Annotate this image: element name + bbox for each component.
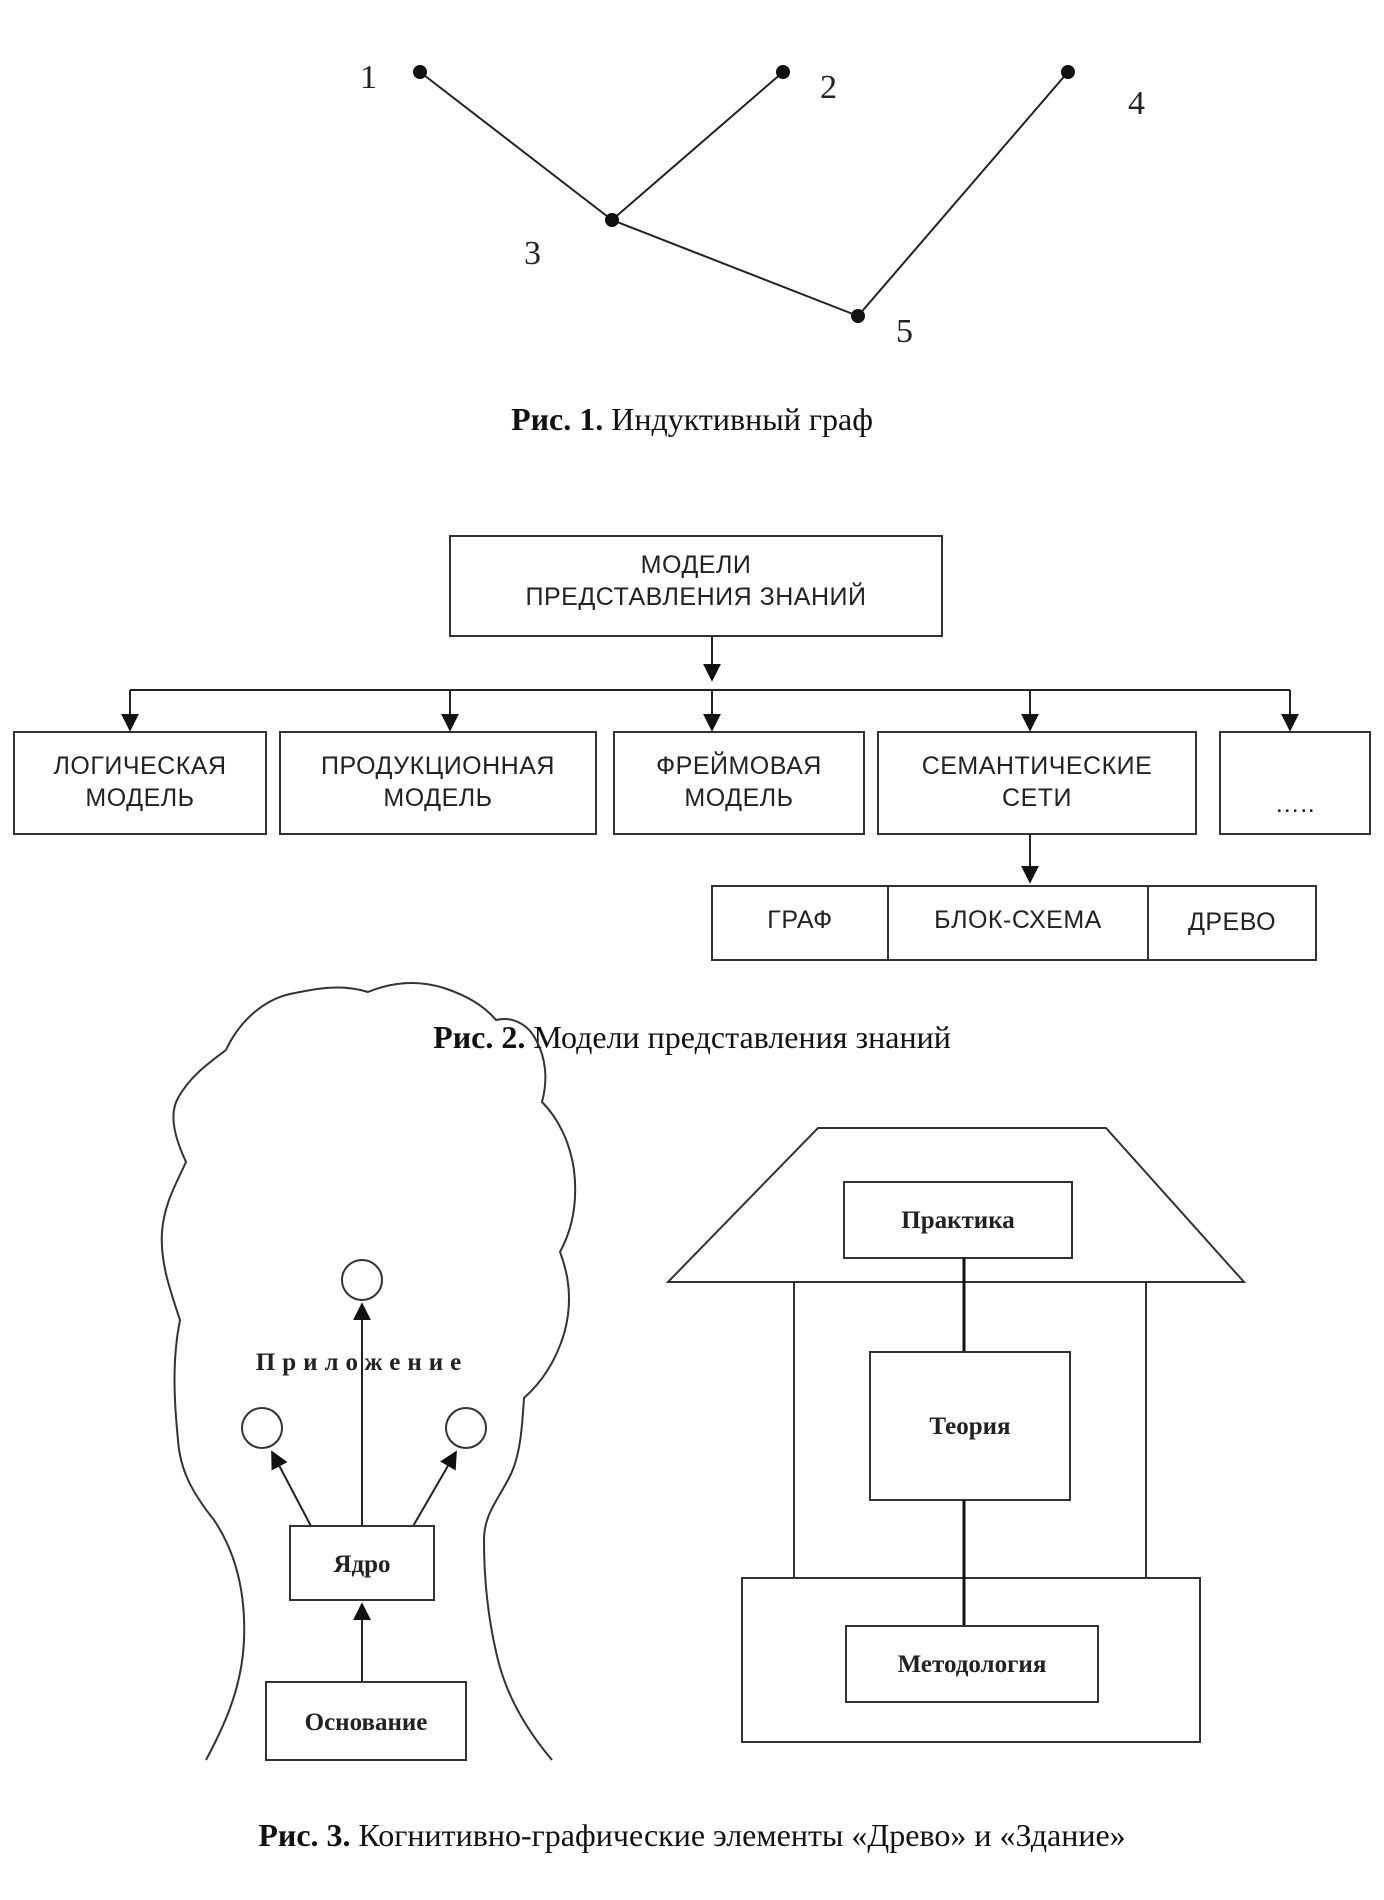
tree-right-node (445, 1407, 487, 1449)
fig3-building: Практика Теория Методология (665, 1127, 1247, 1743)
tree-outline (160, 982, 577, 1761)
box-frame-line1: ФРЕЙМОВАЯ (656, 750, 822, 780)
node-1-label: 1 (360, 59, 377, 96)
box-production-line2: МОДЕЛЬ (383, 784, 492, 812)
fig2-diagram: МОДЕЛИ ПРЕДСТАВЛЕНИЯ ЗНАНИЙ ЛОГИЧЕСКАЯ М… (13, 535, 1371, 961)
root-line1: МОДЕЛИ (641, 551, 752, 579)
subitems-strip (711, 885, 1317, 961)
tree-base-label: Основание (305, 1709, 428, 1736)
fig1-graph: 1 2 3 4 5 (360, 59, 1145, 350)
node-5-label: 5 (896, 313, 913, 350)
tree-left-node (241, 1407, 283, 1449)
box-semantic-line1: СЕМАНТИЧЕСКИЕ (922, 752, 1153, 780)
tree-core-label: Ядро (333, 1551, 390, 1578)
subitem-tree: ДРЕВО (1188, 908, 1276, 936)
edge-3-5 (611, 219, 859, 317)
box-other-line2: ….. (1275, 790, 1315, 818)
subitem-graph: ГРАФ (767, 906, 832, 934)
foundation-box-label: Методология (898, 1651, 1047, 1678)
fig1-caption: Рис. 1. Индуктивный граф (511, 401, 873, 437)
node-2-label: 2 (820, 69, 837, 106)
root-box (449, 535, 943, 637)
edge-1-3 (419, 71, 613, 221)
fig3-caption: Рис. 3. Когнитивно-графические элементы … (258, 1817, 1125, 1853)
node-2 (776, 65, 790, 79)
foundation-box (845, 1625, 1099, 1703)
tree-core-box (289, 1525, 435, 1601)
box-production-line1: ПРОДУКЦИОННАЯ (321, 752, 555, 780)
node-4 (1061, 65, 1075, 79)
node-3-label: 3 (524, 235, 541, 272)
roof-box-label: Практика (901, 1207, 1015, 1234)
subitem-flowchart: БЛОК-СХЕМА (934, 906, 1102, 934)
box-logical-line2: МОДЕЛЬ (85, 784, 194, 812)
box-production (279, 731, 597, 835)
fig3-tree: Приложение Ядро Основание (160, 982, 577, 1761)
box-frame-line2: МОДЕЛЬ (684, 784, 793, 812)
box-logical-line1: ЛОГИЧЕСКАЯ (53, 752, 226, 780)
tree-arrow-right (411, 1450, 457, 1529)
box-other (1219, 731, 1371, 835)
tree-top-node (341, 1259, 383, 1301)
box-logical (13, 731, 267, 835)
node-3 (605, 213, 619, 227)
middle-box (869, 1351, 1071, 1501)
fig2-caption: Рис. 2. Модели представления знаний (433, 1019, 951, 1055)
node-4-label: 4 (1128, 85, 1145, 122)
middle-box-label: Теория (929, 1413, 1010, 1440)
edge-2-3 (611, 71, 784, 221)
box-frame (613, 731, 865, 835)
tree-arrow-left (271, 1450, 313, 1529)
edge-4-5 (857, 71, 1069, 317)
box-semantic-line2: СЕТИ (1002, 784, 1072, 812)
tree-base-box (265, 1681, 467, 1761)
node-1 (413, 65, 427, 79)
roof-box (843, 1181, 1073, 1259)
node-5 (851, 309, 865, 323)
tree-top-label: Приложение (256, 1349, 468, 1376)
root-line2: ПРЕДСТАВЛЕНИЯ ЗНАНИЙ (526, 581, 867, 611)
box-semantic (877, 731, 1197, 835)
